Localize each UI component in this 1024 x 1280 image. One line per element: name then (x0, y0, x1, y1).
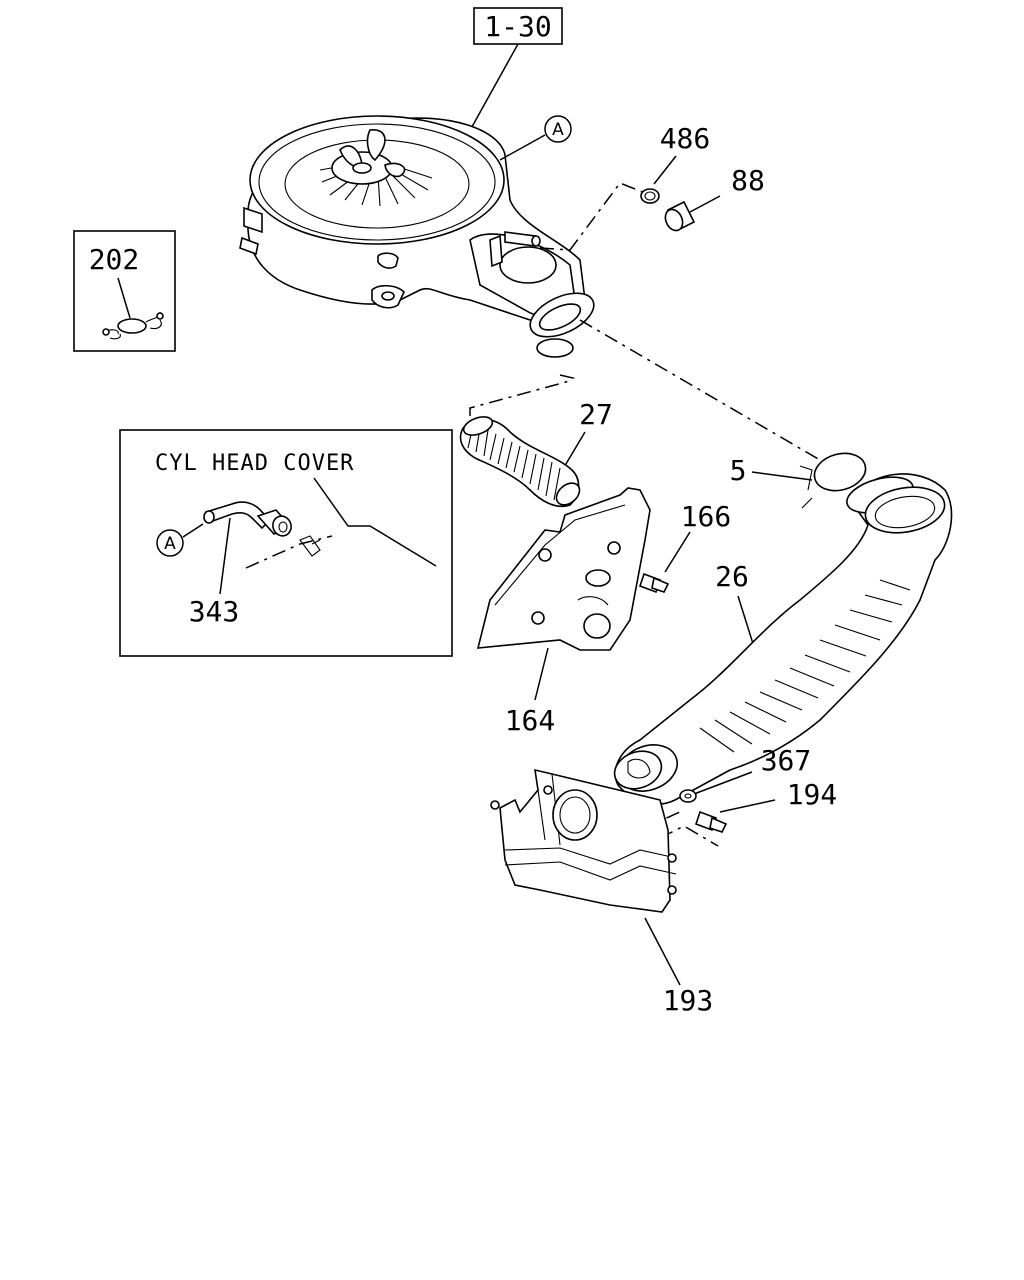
inset-title: CYL HEAD COVER (155, 451, 354, 476)
cap-88 (664, 200, 696, 232)
label-166: 166 (681, 500, 732, 533)
label-5: 5 (730, 454, 747, 487)
bracket-164 (476, 487, 651, 651)
label-367: 367 (761, 744, 812, 777)
elbow-hose-343 (203, 501, 292, 537)
clamp-5 (799, 452, 867, 509)
duct-26 (613, 473, 953, 805)
callout-a-top: A (544, 115, 572, 143)
bolt-194 (694, 810, 728, 833)
ref-box-label: 1-30 (484, 10, 551, 43)
label-26: 26 (715, 560, 749, 593)
inset-part-202: 202 (73, 230, 176, 352)
nut-367 (679, 789, 697, 803)
hose-27 (459, 416, 581, 508)
callout-a-inset-letter: A (164, 534, 176, 554)
bolt-166 (638, 572, 670, 594)
callout-a-letter: A (552, 120, 564, 140)
clamp-486 (640, 188, 660, 204)
label-486: 486 (660, 122, 711, 155)
label-202: 202 (89, 243, 140, 276)
label-194: 194 (787, 778, 838, 811)
label-193: 193 (663, 984, 714, 1017)
label-27: 27 (579, 398, 613, 431)
ref-box-1-30: 1-30 (467, 7, 563, 135)
inset-cyl-head-cover: CYL HEAD COVER A 343 (119, 429, 453, 657)
label-88: 88 (731, 164, 765, 197)
air-cleaner-assembly (239, 115, 595, 358)
bracket-193 (490, 768, 677, 913)
label-164: 164 (505, 704, 556, 737)
label-343: 343 (189, 595, 240, 628)
